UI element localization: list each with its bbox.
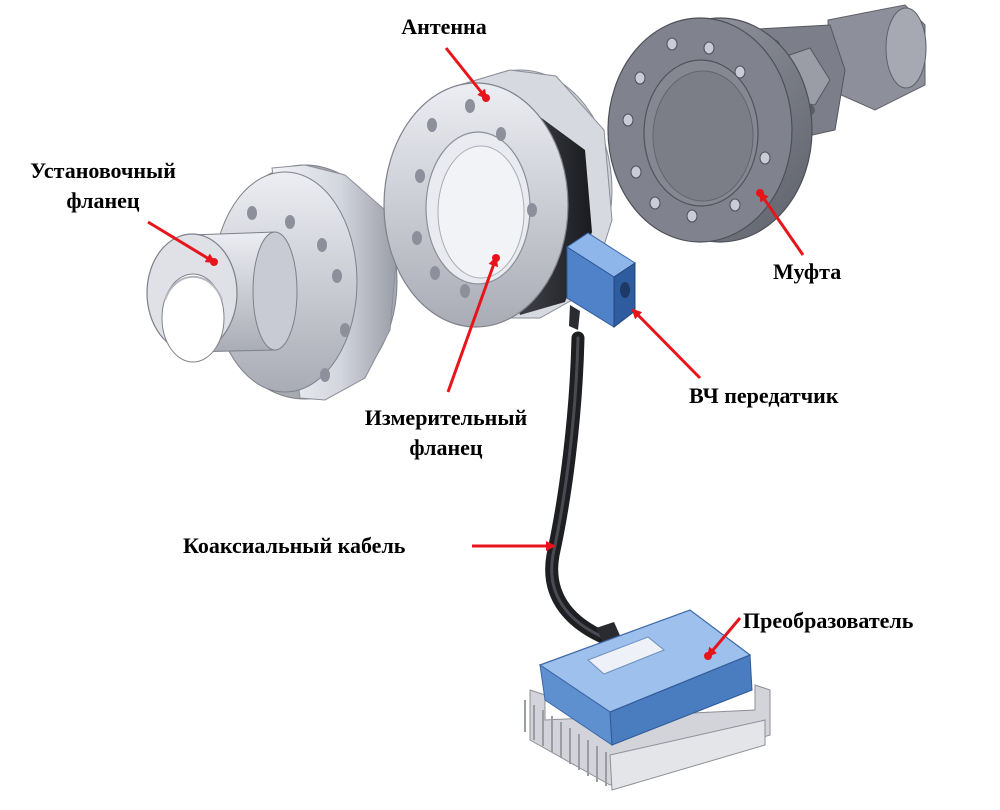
arrow-rf-transmitter bbox=[631, 308, 702, 380]
label-coax-cable: Коаксиальный кабель bbox=[183, 533, 406, 558]
arrow-antenna bbox=[444, 47, 488, 100]
label-measuring-flange-line1: Измерительный bbox=[364, 405, 528, 430]
heatsink bbox=[524, 684, 771, 791]
arrow-converter bbox=[706, 617, 742, 658]
coupling-bolt-holes bbox=[622, 37, 771, 223]
coupling bbox=[607, 4, 927, 243]
measuring-flange-bolt-holes bbox=[412, 99, 537, 298]
pointer-arrows bbox=[147, 47, 805, 658]
rf-transmitter bbox=[566, 232, 636, 330]
label-antenna: Антенна bbox=[401, 14, 487, 39]
label-measuring-flange-line2: фланец bbox=[409, 435, 483, 460]
converter-label-plate bbox=[587, 636, 665, 675]
arrow-mounting-flange bbox=[147, 220, 216, 264]
arrow-measuring-flange bbox=[446, 256, 499, 393]
mounting-flange-bolt-holes bbox=[247, 206, 350, 382]
converter bbox=[524, 609, 771, 791]
label-rf-transmitter: ВЧ передатчик bbox=[689, 383, 839, 408]
arrow-coupling bbox=[758, 191, 805, 256]
label-converter: Преобразователь bbox=[743, 608, 914, 633]
measuring-flange bbox=[383, 69, 613, 328]
coaxial-cable bbox=[545, 331, 622, 648]
label-mounting-flange-line1: Установочный bbox=[30, 158, 176, 183]
label-coupling: Муфта bbox=[773, 259, 842, 284]
label-mounting-flange-line2: фланец bbox=[66, 188, 140, 213]
mounting-flange bbox=[146, 164, 398, 401]
